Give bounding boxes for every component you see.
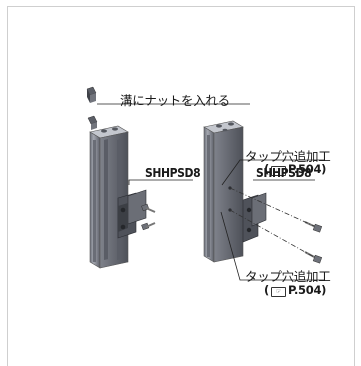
left-bracket — [117, 189, 147, 239]
left-screws — [141, 203, 156, 231]
ref-open-paren: ( — [264, 283, 269, 297]
part-code-left: SHHPSD8 — [145, 166, 201, 180]
page-reference-bottom: (☞P.504) — [264, 283, 326, 297]
part-code-right: SHHPSD8 — [256, 166, 312, 180]
ref-close-paren: ) — [321, 162, 327, 176]
right-screws — [304, 221, 323, 264]
ref-page-number: P.504 — [287, 162, 322, 176]
tap-hole-label-bottom: タップ穴追加工 — [245, 269, 331, 284]
ref-open-paren: ( — [264, 162, 269, 176]
page-reference-top: (☞P.504) — [264, 162, 326, 176]
right-bracket — [242, 192, 267, 243]
right-aluminum-profile — [203, 120, 244, 263]
ref-page-number: P.504 — [287, 283, 322, 297]
t-nuts — [86, 86, 98, 130]
reference-book-icon: ☞ — [270, 166, 286, 176]
figure-frame — [7, 6, 355, 366]
leader-lines — [97, 103, 325, 281]
ref-close-paren: ) — [321, 283, 327, 297]
reference-book-icon: ☞ — [270, 287, 286, 297]
insert-nut-label: 溝にナットを入れる — [120, 93, 230, 108]
alignment-lines — [229, 187, 315, 258]
tap-hole-label-top: タップ穴追加工 — [245, 149, 331, 164]
